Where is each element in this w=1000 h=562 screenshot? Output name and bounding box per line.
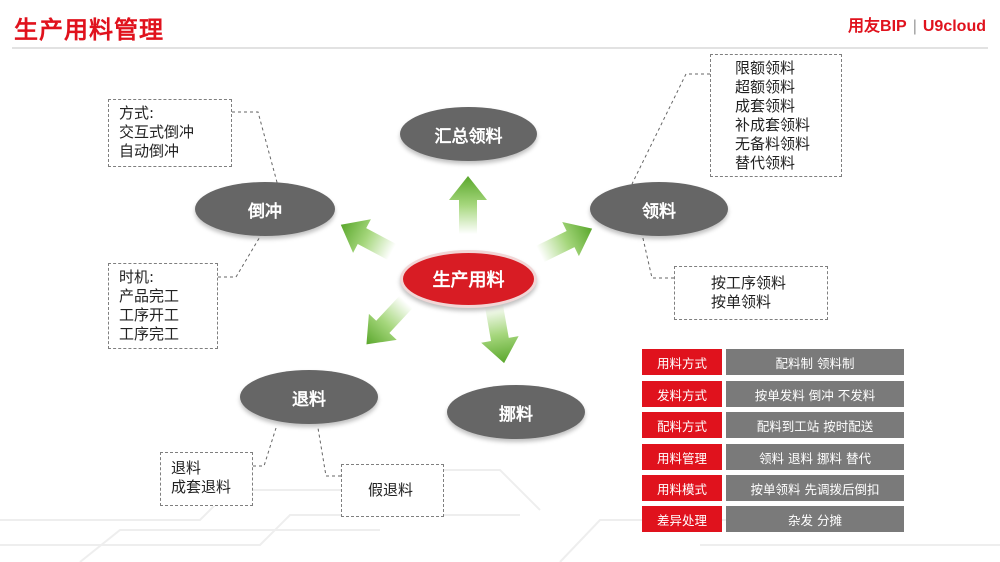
arrow-to-summary [449,176,487,234]
note-line: 成套退料 [171,478,232,496]
legend-row: 用料方式 配料制 领料制 [642,349,904,375]
legend-value: 配料到工站 按时配送 [726,412,904,438]
legend-value: 领料 退料 挪料 替代 [726,444,904,470]
connector-fake-return [317,427,341,477]
legend-row: 差异处理 杂发 分摊 [642,506,904,532]
note-line: 超额领料 [735,78,796,96]
note-return-types: 退料 成套退料 [160,452,253,506]
node-issue: 领料 [590,182,728,236]
legend-row: 用料模式 按单领料 先调拨后倒扣 [642,475,904,501]
note-backflush-method: 方式: 交互式倒冲 自动倒冲 [108,99,232,167]
legend-key: 用料方式 [642,349,722,375]
connector-return-types [253,427,277,467]
connector-issue-by [641,233,674,279]
note-line: 自动倒冲 [119,142,180,160]
note-line: 成套领料 [735,97,796,115]
legend-key: 差异处理 [642,506,722,532]
legend-row: 配料方式 配料到工站 按时配送 [642,412,904,438]
note-issue-by: 按工序领料 按单领料 [674,266,828,320]
note-line: 按工序领料 [711,274,787,292]
note-fake-return: 假退料 [341,464,444,517]
note-line: 替代领料 [735,154,796,172]
note-line: 无备料领料 [735,135,811,153]
node-summary: 汇总领料 [400,107,537,161]
note-line: 工序完工 [119,325,180,343]
legend-key: 用料模式 [642,475,722,501]
note-line: 按单领料 [711,293,772,311]
legend-value: 按单发料 倒冲 不发料 [726,381,904,407]
connector-method [232,111,279,187]
arrow-to-issue [531,211,601,272]
arrow-to-backflush [331,207,401,269]
connector-timing [218,229,265,278]
note-line: 工序开工 [119,306,180,324]
logo-product: U9cloud [922,18,986,35]
node-transfer: 挪料 [447,385,585,439]
legend-value: 按单领料 先调拨后倒扣 [726,475,904,501]
legend-key: 配料方式 [642,412,722,438]
note-line: 补成套领料 [735,116,811,134]
arrow-to-return [352,289,420,358]
note-line: 时机: [119,268,155,286]
note-line: 交互式倒冲 [119,123,195,141]
title-divider [12,47,988,49]
node-center: 生产用料 [400,250,537,308]
node-return: 退料 [240,370,378,424]
logo-separator: | [912,18,917,35]
legend-key: 发料方式 [642,381,722,407]
note-line: 退料 [171,459,202,477]
legend-row: 用料管理 领料 退料 挪料 替代 [642,444,904,470]
note-line: 方式: [119,104,155,122]
note-line: 限额领料 [735,59,796,77]
brand-logo: 用友BIP | U9cloud [848,12,986,36]
arrow-to-transfer [475,302,523,367]
page-title: 生产用料管理 [14,16,164,44]
legend-key: 用料管理 [642,444,722,470]
note-backflush-timing: 时机: 产品完工 工序开工 工序完工 [108,263,218,349]
note-line: 产品完工 [119,287,180,305]
logo-brand: 用友BIP [848,18,907,35]
note-line: 假退料 [368,481,414,499]
legend-row: 发料方式 按单发料 倒冲 不发料 [642,381,904,407]
note-issue-types: 限额领料 超额领料 成套领料 补成套领料 无备料领料 替代领料 [710,54,842,177]
legend-value: 杂发 分摊 [726,506,904,532]
connector-issue-types [631,73,710,185]
node-backflush: 倒冲 [195,182,335,236]
legend-value: 配料制 领料制 [726,349,904,375]
